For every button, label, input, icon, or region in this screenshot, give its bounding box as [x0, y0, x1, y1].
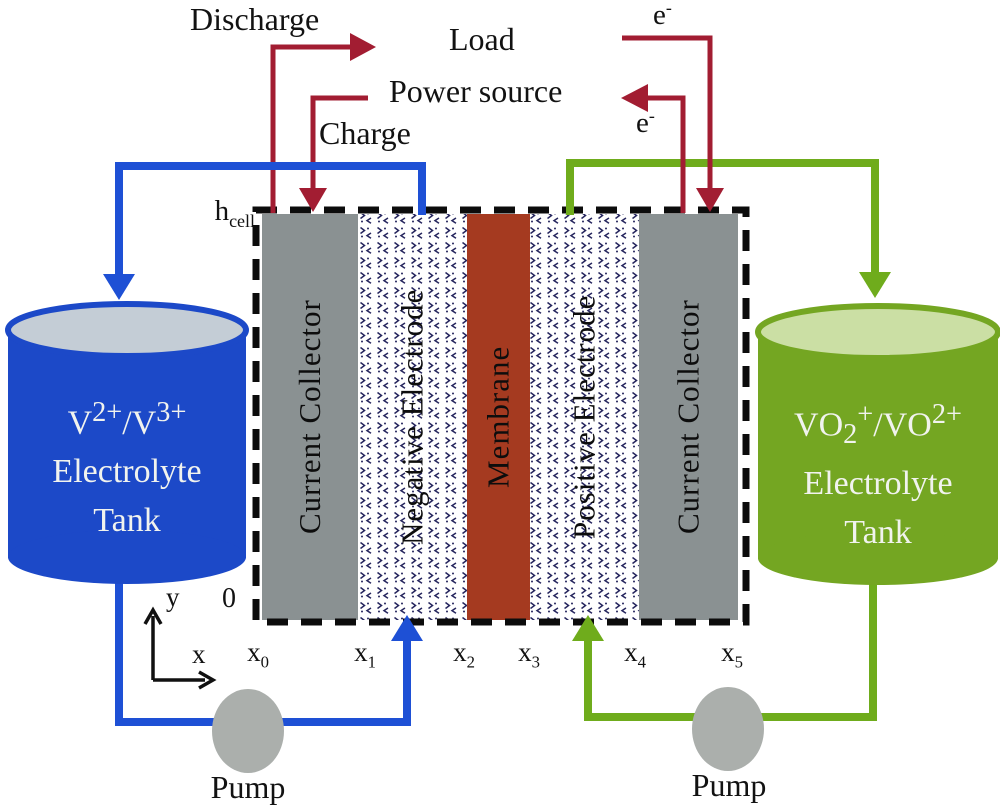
blue-pipe-bottom-arrowhead	[391, 615, 423, 641]
x-axis-label: x	[192, 639, 206, 669]
pump-left-label: Pump	[210, 769, 286, 805]
negative-electrode-layer	[358, 214, 467, 620]
tank-left-text: V2+/V3+ Electrolyte Tank	[10, 388, 244, 545]
membrane-layer	[467, 214, 530, 620]
current-collector-left-label: Current Collector	[292, 299, 327, 535]
tank-right-species: VO2+/VO2+	[794, 399, 962, 451]
tank-right-electrolyte: Electrolyte	[803, 465, 953, 503]
tank-left-bottom	[8, 530, 246, 584]
discharge-label: Discharge	[190, 1, 320, 37]
charge-label: Charge	[319, 115, 411, 151]
y-axis-label: y	[166, 582, 180, 612]
x3-mark: x3	[518, 637, 540, 672]
current-collector-right-layer	[639, 214, 738, 620]
coordinate-axes	[143, 606, 217, 690]
current-collector-right-label: Current Collector	[670, 299, 706, 535]
cell-stack	[252, 206, 750, 626]
pump-right-label: Pump	[691, 767, 767, 803]
x1-mark: x1	[354, 637, 376, 672]
green-pipe-top	[566, 159, 879, 276]
tank-right-bottom	[758, 531, 998, 585]
tank-left-tank-word: Tank	[93, 502, 161, 540]
tank-left-body	[8, 330, 246, 558]
membrane-label: Membrane	[480, 345, 516, 489]
discharge-arrowhead	[350, 33, 376, 61]
tank-right-text: VO2+/VO2+ Electrolyte Tank	[758, 390, 998, 557]
positive-electrode-layer	[530, 214, 639, 620]
x2-mark: x2	[453, 637, 475, 672]
x-axis-arrowhead	[198, 670, 217, 690]
blue-pipe-top	[115, 162, 426, 278]
discharge-wire	[270, 44, 350, 213]
electron-label-side: e-	[636, 105, 655, 139]
origin-zero-label: 0	[222, 583, 236, 614]
electron-discharge-arrowhead	[696, 188, 724, 212]
electron-label-top: e-	[653, 0, 672, 31]
electron-charge-arrowhead	[621, 84, 648, 112]
x0-mark: x0	[247, 637, 269, 672]
tank-left-electrolyte: Electrolyte	[52, 453, 202, 491]
x5-mark: x5	[721, 637, 743, 672]
positive-electrode-label: Positive Electrode	[566, 294, 602, 540]
tank-right	[755, 303, 1000, 585]
tank-left	[5, 301, 249, 584]
negative-electrode-label: Negative Electrode	[394, 288, 430, 546]
tank-left-species: V2+/V3+	[67, 397, 187, 442]
electron-wire-charge	[646, 95, 686, 213]
current-collector-left-layer	[262, 214, 358, 620]
tank-right-body	[758, 332, 998, 559]
x4-mark: x4	[624, 637, 646, 672]
electron-wire-discharge	[622, 35, 713, 190]
power-source-label: Power source	[389, 73, 563, 109]
tank-left-top-ellipse	[5, 301, 249, 359]
electric-circuit	[270, 33, 724, 213]
pump-right	[692, 687, 764, 771]
load-label: Load	[449, 21, 515, 57]
charge-wire	[310, 95, 368, 190]
pump-left	[212, 689, 284, 773]
charge-arrowhead	[299, 188, 327, 212]
green-pipe-bottom-arrowhead	[572, 615, 604, 641]
tank-right-tank-word: Tank	[844, 514, 912, 552]
blue-pipe-top-arrowhead	[103, 274, 135, 300]
cell-dashed-border	[252, 206, 750, 626]
cell-height-label: hcell	[214, 195, 255, 231]
tank-right-top-ellipse	[755, 303, 1000, 361]
green-pipe-top-arrowhead	[859, 272, 891, 298]
y-axis-arrowhead	[143, 606, 163, 625]
